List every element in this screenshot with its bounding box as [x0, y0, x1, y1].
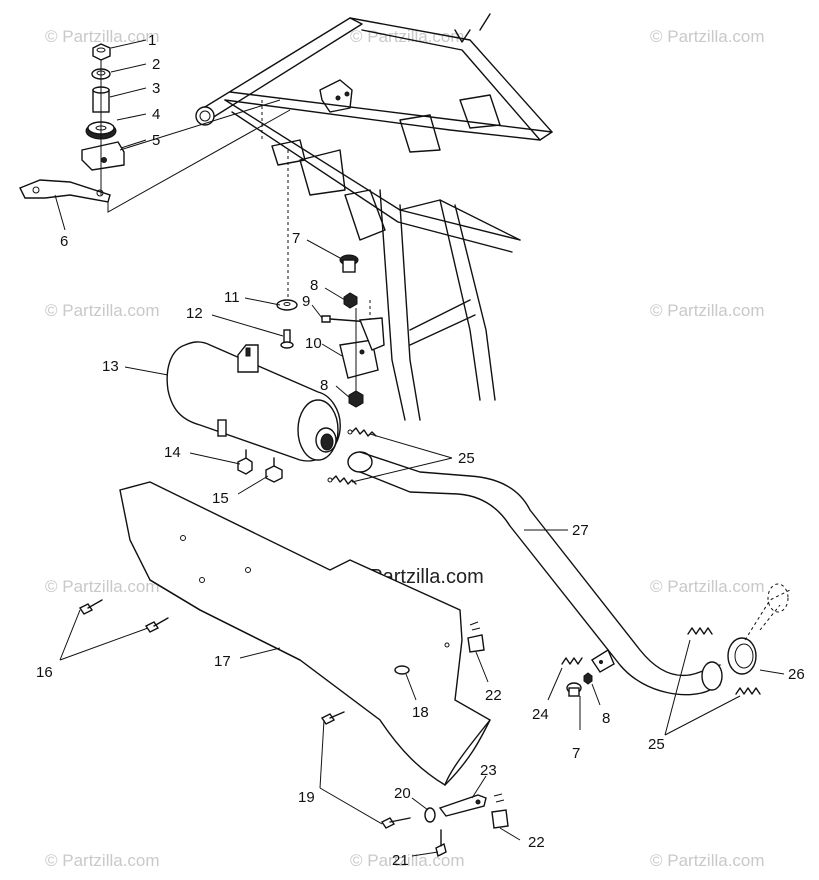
- frame: [195, 13, 553, 421]
- spring-part-25: [351, 427, 377, 437]
- callout-10: 10: [305, 335, 322, 352]
- watermark: © Partzilla.com: [45, 301, 160, 320]
- callout-13: 13: [102, 358, 119, 375]
- callout-19: 19: [298, 789, 315, 806]
- callout-14: 14: [164, 444, 181, 461]
- nut-part-8-pipe: [583, 672, 593, 685]
- callout-22: 22: [485, 687, 502, 704]
- watermark: © Partzilla.com: [350, 27, 465, 46]
- callout-21: 21: [392, 852, 409, 869]
- mount-hardware-stack: [19, 43, 291, 213]
- watermark: © Partzilla.com: [45, 27, 160, 46]
- watermark: © Partzilla.com: [350, 851, 465, 870]
- clip-part-22: [467, 634, 485, 653]
- watermark-layer: © Partzilla.com © Partzilla.com © Partzi…: [45, 27, 765, 870]
- bracket-part-5: [81, 141, 125, 171]
- callout-25: 25: [458, 450, 475, 467]
- callout-12: 12: [186, 305, 203, 322]
- watermark: © Partzilla.com: [650, 851, 765, 870]
- callout-27: 27: [572, 522, 589, 539]
- callout-11: 11: [224, 289, 240, 306]
- heat-shield-fasteners: [237, 449, 283, 483]
- callout-7: 7: [292, 230, 300, 247]
- callout-7: 7: [572, 745, 580, 762]
- callout-8: 8: [602, 710, 610, 727]
- screw-part-14: [237, 457, 253, 475]
- screw-part-16: [78, 603, 94, 615]
- callout-6: 6: [60, 233, 68, 250]
- nut-part-8-lower: [348, 390, 364, 408]
- callout-20: 20: [394, 785, 411, 802]
- callout-23: 23: [480, 762, 497, 779]
- washer-part-18: [394, 665, 410, 675]
- muffler-mount-fasteners: [276, 299, 298, 349]
- screw-part-19: [320, 713, 336, 725]
- washer-part-20: [424, 807, 436, 823]
- hanger-bracket-assembly: [321, 254, 385, 408]
- watermark: © Partzilla.com: [650, 27, 765, 46]
- springs-upper: [327, 427, 377, 485]
- exhaust-pipe-part-27: [347, 451, 723, 696]
- screws-part-16: [78, 599, 169, 633]
- muffler-part-13: [166, 341, 341, 462]
- callout-5: 5: [152, 132, 160, 149]
- nut-part-8: [343, 292, 358, 309]
- screw-part-19-lower: [380, 817, 396, 829]
- callout-2: 2: [152, 56, 160, 73]
- watermark: © Partzilla.com: [650, 577, 765, 596]
- bracket-part-10: [339, 339, 379, 379]
- spring-part-25: [331, 475, 357, 485]
- bracket-part-23: [438, 794, 487, 817]
- callout-22: 22: [528, 834, 545, 851]
- callout-3: 3: [152, 80, 160, 97]
- callout-labels: 1 2 3 4 5 6 7 8 9 10 8 11 12 13 14 15 25…: [36, 32, 805, 869]
- callout-15: 15: [212, 490, 229, 507]
- spring-part-25: [735, 687, 761, 695]
- heat-shield-part-17: [119, 481, 491, 786]
- watermark: © Partzilla.com: [650, 301, 765, 320]
- callout-26: 26: [788, 666, 805, 683]
- lower-fasteners: [320, 621, 509, 858]
- callout-8: 8: [310, 277, 318, 294]
- callout-17: 17: [214, 653, 231, 670]
- callout-1: 1: [148, 32, 156, 49]
- callout-25: 25: [648, 736, 665, 753]
- screw-part-16: [144, 621, 160, 633]
- flange-part-26: [727, 583, 791, 675]
- watermark: © Partzilla.com: [45, 577, 160, 596]
- spring-part-25: [687, 627, 713, 635]
- clip-part-22-lower: [491, 809, 509, 829]
- springs-lower: [561, 627, 761, 697]
- callout-18: 18: [412, 704, 429, 721]
- spring-part-24: [561, 657, 583, 665]
- callout-9: 9: [302, 293, 310, 310]
- callout-24: 24: [532, 706, 549, 723]
- bolt-part-9: [321, 315, 331, 323]
- callout-4: 4: [152, 106, 160, 123]
- callout-16: 16: [36, 664, 53, 681]
- nut-part-15: [265, 465, 283, 483]
- leader-lines: [54, 39, 785, 857]
- callout-8: 8: [320, 377, 328, 394]
- watermark: © Partzilla.com: [45, 851, 160, 870]
